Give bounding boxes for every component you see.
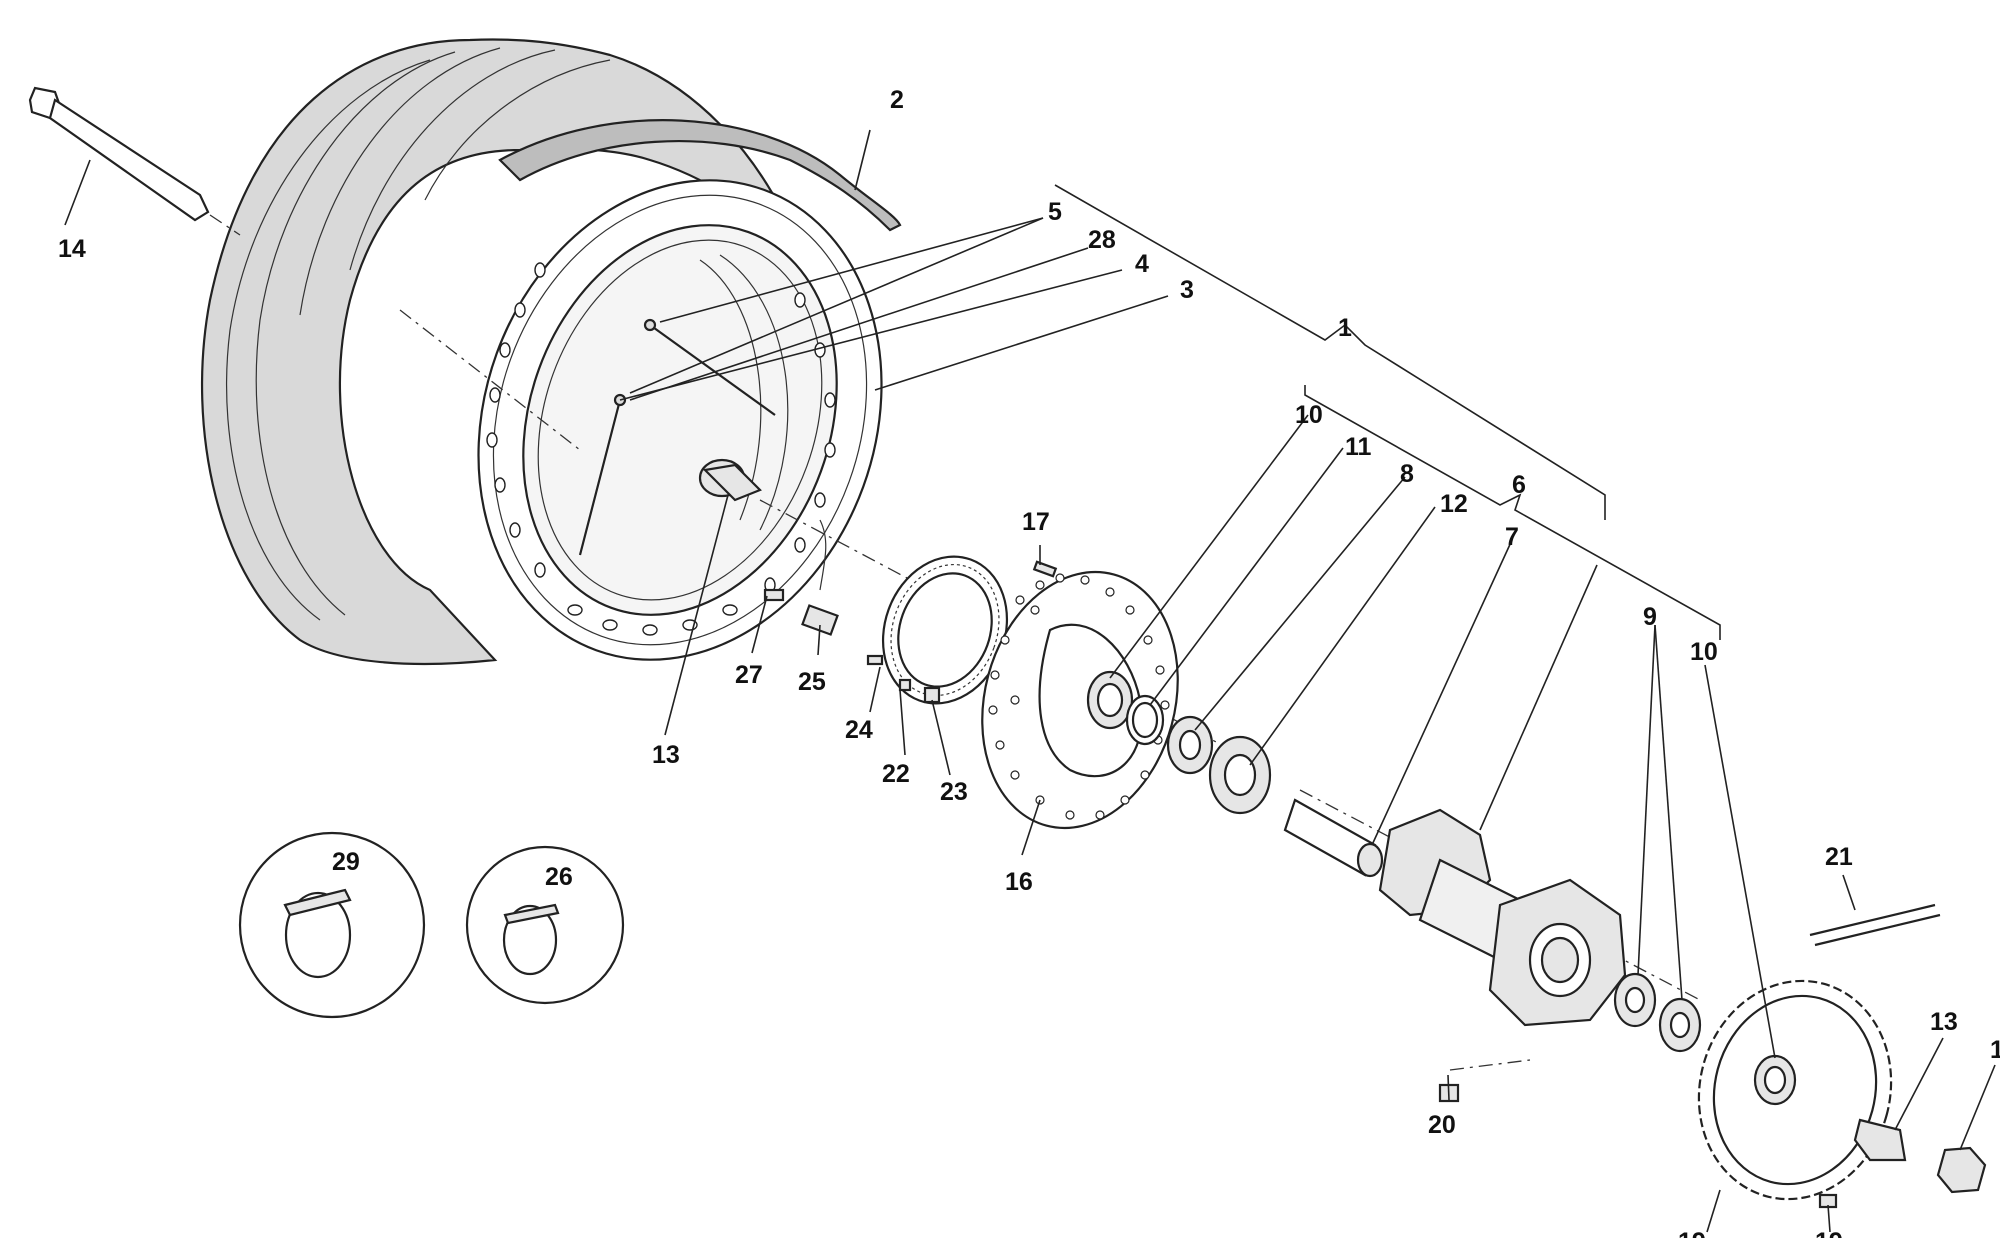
- label-12: 12: [1440, 490, 1468, 518]
- label-10-top: 10: [1295, 401, 1323, 429]
- label-22: 22: [882, 760, 910, 788]
- valve-and-spokes: [578, 318, 776, 556]
- label-28: 28: [1088, 226, 1116, 254]
- label-19-bottom-right: 19: [1815, 1228, 1843, 1238]
- label-24: 24: [845, 716, 873, 744]
- label-21: 21: [1825, 843, 1853, 871]
- label-6: 6: [1512, 471, 1526, 499]
- label-1: 1: [1338, 314, 1352, 342]
- tire: [200, 38, 802, 666]
- label-15-partial: 1: [1990, 1036, 2000, 1064]
- detail-circle-29: [238, 831, 426, 1019]
- label-19-bottom-left: 19: [1678, 1228, 1706, 1238]
- label-7: 7: [1505, 523, 1519, 551]
- axle: [28, 86, 241, 236]
- spacer-tube: [1283, 798, 1384, 878]
- bearings: [1086, 670, 1272, 815]
- label-10-right: 10: [1690, 638, 1718, 666]
- label-17: 17: [1022, 508, 1050, 536]
- label-26: 26: [545, 863, 573, 891]
- tone-ring: [881, 555, 1009, 705]
- label-11: 11: [1345, 433, 1372, 461]
- label-3: 3: [1180, 276, 1194, 304]
- label-8: 8: [1400, 460, 1414, 488]
- label-25: 25: [798, 668, 826, 696]
- label-29: 29: [332, 848, 360, 876]
- label-13-left: 13: [652, 741, 680, 769]
- spacer-left: [698, 458, 762, 502]
- part-labels: 2 5 28 4 3 1 14 10 11 8 6 12 7 9 10 17 1…: [58, 86, 2000, 1238]
- label-9: 9: [1643, 603, 1657, 631]
- right-bearings: [1613, 972, 1702, 1053]
- label-13-right: 13: [1930, 1008, 1958, 1036]
- label-23: 23: [940, 778, 968, 806]
- rim-strip: [498, 119, 902, 232]
- label-14: 14: [58, 235, 86, 263]
- label-16: 16: [1005, 868, 1033, 896]
- hub: [1378, 808, 1627, 1027]
- right-spacer-and-nut: [1853, 1118, 1987, 1194]
- label-2: 2: [890, 86, 904, 114]
- chain: [1809, 903, 1941, 947]
- rim: [477, 179, 883, 661]
- label-27: 27: [735, 661, 763, 689]
- label-5: 5: [1048, 198, 1062, 226]
- leader-lines: [64, 129, 1996, 1233]
- sprocket: [1697, 979, 1893, 1201]
- label-20: 20: [1428, 1111, 1456, 1139]
- abs-sensor: [763, 519, 839, 636]
- detail-circle-26: [465, 845, 625, 1005]
- label-4: 4: [1135, 250, 1149, 278]
